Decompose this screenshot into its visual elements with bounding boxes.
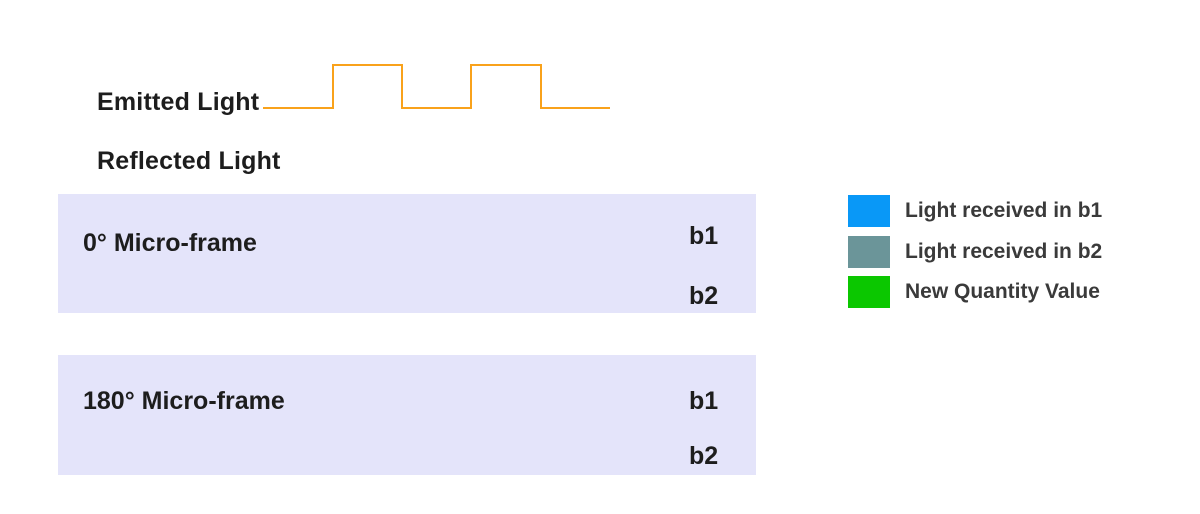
legend-label-b1: Light received in b1 <box>905 199 1103 222</box>
legend-swatch-b2-icon <box>848 236 890 268</box>
reflected-light-label: Reflected Light <box>97 147 281 175</box>
legend-item-b1: Light received in b1 <box>848 195 1102 227</box>
frame-180-box: 180° Micro-frame b1 b2 <box>58 355 756 475</box>
frame-0-b2-label: b2 <box>689 282 719 310</box>
emitted-light-wave <box>263 64 610 109</box>
frame-0-box: 0° Micro-frame b1 b2 <box>58 194 756 313</box>
legend-label-new-quantity: New Quantity Value <box>905 280 1100 303</box>
frame-180-title: 180° Micro-frame <box>83 387 285 415</box>
emitted-light-label: Emitted Light <box>97 88 260 116</box>
frame-0-b1-label: b1 <box>689 222 719 250</box>
frame-180-b2-label: b2 <box>689 442 719 470</box>
legend-item-b2: Light received in b2 <box>848 236 1102 268</box>
legend-swatch-new-quantity-icon <box>848 276 890 308</box>
legend-swatch-b1-icon <box>848 195 890 227</box>
legend-item-new-quantity: New Quantity Value <box>848 276 1100 308</box>
legend-label-b2: Light received in b2 <box>905 240 1103 263</box>
frame-0-title: 0° Micro-frame <box>83 229 257 257</box>
frame-180-b1-label: b1 <box>689 387 719 415</box>
